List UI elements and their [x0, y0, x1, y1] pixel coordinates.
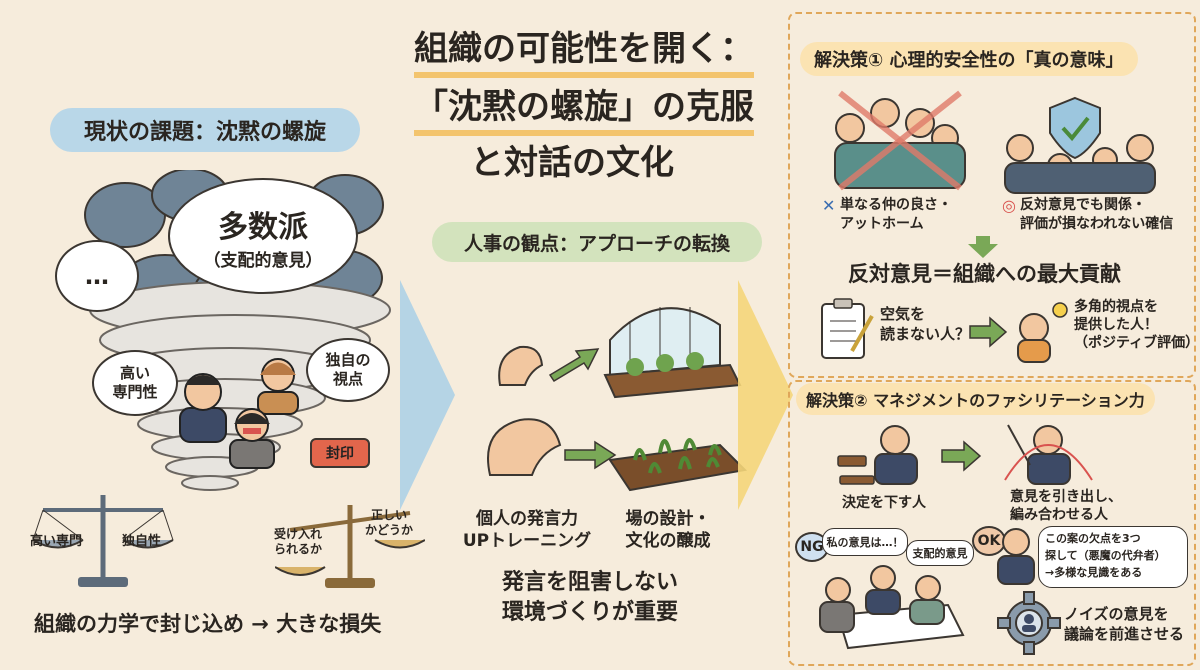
- muscle-icon-bottom: [487, 418, 562, 476]
- ellipsis-bubble: …: [55, 240, 139, 312]
- decider-label: 決定を下す人: [842, 495, 926, 511]
- shield-icon: [1049, 96, 1101, 160]
- scale-left-label-b: 独自性: [122, 534, 162, 549]
- middle-footer: 発言を阻害しない 環境づくりが重要: [501, 570, 678, 625]
- down-arrow-icon: [968, 236, 998, 258]
- before-label: 空気を 読まない人？: [880, 305, 971, 343]
- ng-bubble-2: 支配的意見: [906, 540, 974, 566]
- ok-bubble: この案の欠点を3つ 探して（悪魔の代弁者） →多様な見識をある: [1038, 526, 1188, 588]
- majority-main: 多数派: [218, 209, 308, 245]
- solution1-illustration: [834, 90, 1156, 194]
- discussion-group-icon: [1004, 134, 1156, 194]
- greenhouse-icon: [603, 307, 742, 399]
- solution1-header: 解決策① 心理的安全性の「真の意味」: [800, 42, 1138, 76]
- facilitator-label: 意見を引き出し、 編み合わせる人: [1010, 489, 1122, 523]
- after-label: 多角的視点を 提供した人！ （ポジティブ評価）: [1074, 299, 1200, 351]
- arrow-middle-to-right: [738, 280, 793, 510]
- right-mark: ◎: [1002, 196, 1016, 215]
- muscle-icon-top: [498, 345, 544, 386]
- scale-right-label-a: 受け入れ られるか: [274, 527, 323, 556]
- solution2-header: 解決策② マネジメントのファシリテーション力: [796, 383, 1155, 415]
- middle-right-caption: 場の設計・ 文化の醸成: [625, 509, 711, 551]
- person-unique: [257, 358, 299, 415]
- approach-illustration: [487, 307, 748, 492]
- solution2-top-illustration: [837, 424, 1093, 485]
- ok-speaker-icon: [997, 528, 1035, 585]
- arrow-left-to-middle: [400, 280, 455, 510]
- sealed-tag: 封印: [310, 438, 370, 468]
- middle-header: 人事の観点：アプローチの転換: [432, 222, 762, 262]
- solution1-panel: [788, 12, 1196, 378]
- group-hug-icon: [834, 90, 966, 191]
- title-line3: と対話の文化: [470, 143, 674, 183]
- idea-person-icon: [1017, 302, 1068, 363]
- garden-bed-icon: [608, 438, 748, 492]
- ok-result: ノイズの意見を 議論を前進させる: [1064, 605, 1185, 643]
- scale-left: [32, 495, 174, 587]
- scale-right-label-b: 正しい かどうか: [365, 508, 414, 537]
- ng-bubble-1: 私の意見は…！: [822, 528, 908, 556]
- judge-icon: [837, 425, 918, 485]
- wrong-mark: ✕: [822, 196, 836, 215]
- majority-bubble: 多数派 （支配的意見）: [168, 178, 358, 294]
- gear-icon: [997, 591, 1061, 655]
- ng-meeting-illustration: [819, 565, 965, 650]
- wrong-text: 単なる仲の良さ・ アットホーム: [840, 197, 952, 232]
- expertise-bubble: 高い 専門性: [92, 350, 178, 416]
- right-text: 反対意見でも関係・ 評価が損なわれない確信: [1020, 197, 1174, 232]
- unique-view-bubble: 独自の 視点: [306, 338, 390, 402]
- middle-left-caption: 個人の発言力 UPトレーニング: [462, 509, 592, 551]
- title-line2: 「沈黙の螺旋」の克服: [414, 84, 754, 136]
- clipboard-icon: [821, 298, 874, 359]
- ok-label: OK: [972, 526, 1006, 556]
- key-message: 反対意見＝組織への最大貢献: [848, 262, 1121, 286]
- solution1-bottom-illustration: [821, 298, 1068, 363]
- scale-right: [275, 505, 425, 588]
- conductor-icon: [1004, 424, 1093, 485]
- solution2-panel: [788, 380, 1196, 666]
- left-header: 現状の課題：沈黙の螺旋: [50, 108, 360, 152]
- left-footer: 組織の力学で封じ込め → 大きな損失: [34, 612, 382, 636]
- person-expert: [179, 373, 227, 443]
- person-sealed: [229, 408, 275, 469]
- scale-left-label-a: 高い専門: [30, 534, 83, 549]
- majority-sub: （支配的意見）: [203, 250, 323, 271]
- title-line1: 組織の可能性を開く：: [414, 26, 754, 78]
- ellipsis-text: …: [85, 262, 109, 290]
